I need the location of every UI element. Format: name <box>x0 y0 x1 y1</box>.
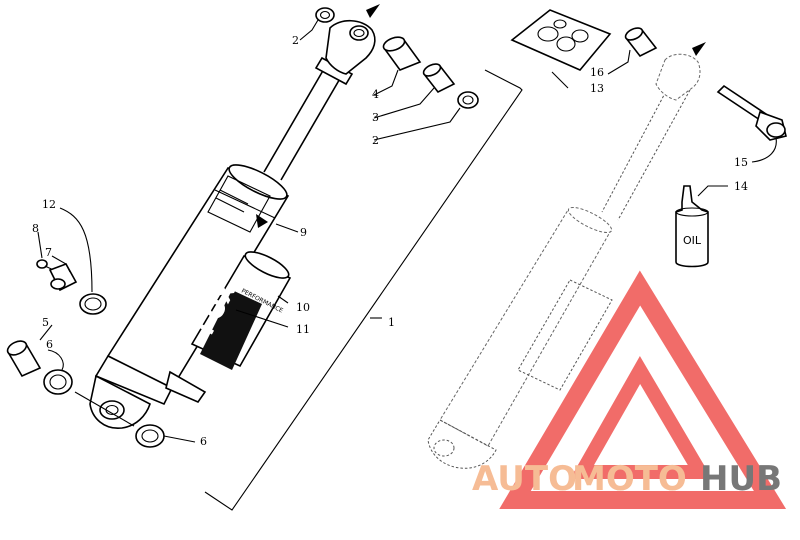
bushing-4 <box>382 36 422 71</box>
pointer-arrow-right <box>692 42 706 56</box>
callout-14: 14 <box>734 180 748 193</box>
callout-16: 16 <box>590 66 604 79</box>
watermark-triangle-icon <box>499 270 787 509</box>
watermark-logo: AUTO MOTO HUB <box>472 270 787 509</box>
callout-15: 15 <box>734 156 748 169</box>
washer-2-right <box>457 91 479 109</box>
callout-11: 11 <box>296 323 310 336</box>
callout-5: 5 <box>42 316 49 329</box>
bolt-15 <box>716 84 787 141</box>
callouts: 2 4 3 2 12 8 7 5 6 6 9 10 11 1 13 16 15 … <box>32 34 748 448</box>
bottom-eye-mount <box>89 354 207 429</box>
decal-sheet-13 <box>510 9 612 71</box>
watermark-text-auto: AUTO <box>472 459 577 499</box>
o-ring-12 <box>79 293 107 315</box>
callout-13: 13 <box>590 82 604 95</box>
callout-3: 3 <box>372 111 379 124</box>
callout-6: 6 <box>200 435 207 448</box>
warning-label <box>207 175 271 233</box>
callout-1: 1 <box>388 316 395 329</box>
callout-6: 6 <box>46 338 53 351</box>
shock-assembly-left: PERFORMANCE FOX <box>89 19 376 429</box>
oil-label: OIL <box>683 234 702 247</box>
spacer-3 <box>422 63 456 94</box>
reservoir-can: PERFORMANCE FOX <box>190 251 292 370</box>
callout-12: 12 <box>42 198 56 211</box>
spacer-6-bottom <box>135 424 165 448</box>
bushing-16 <box>624 27 658 58</box>
oil-bottle-14: OIL <box>675 185 709 268</box>
callout-8: 8 <box>32 222 39 235</box>
leader-lines-right <box>551 49 777 197</box>
callout-10: 10 <box>296 301 310 314</box>
washer-2-top <box>315 7 335 23</box>
callout-7: 7 <box>45 246 52 259</box>
watermark-text-hub: HUB <box>700 459 782 499</box>
piston-rod <box>263 56 354 181</box>
knob-7 <box>48 263 78 292</box>
bushing-5 <box>6 340 42 378</box>
spacer-6-left <box>43 369 73 395</box>
watermark-text-moto: MOTO <box>572 459 687 499</box>
leader-lines-left <box>37 19 461 443</box>
callout-2: 2 <box>292 34 299 47</box>
callout-4: 4 <box>372 88 379 101</box>
shock-assembly-right-ghost <box>427 53 701 469</box>
assembly-bracket <box>204 69 523 511</box>
callout-9: 9 <box>300 226 307 239</box>
pointer-arrow-left <box>366 4 380 18</box>
callout-2: 2 <box>372 134 379 147</box>
top-eye-mount <box>325 19 376 75</box>
